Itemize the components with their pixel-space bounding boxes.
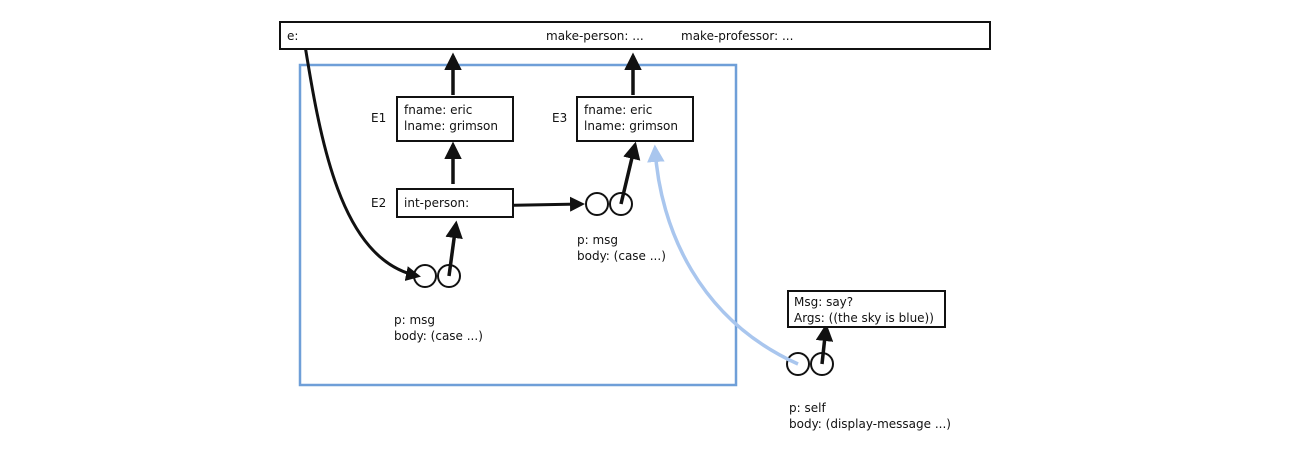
procedure-circle-middle-a	[585, 192, 609, 216]
global-frame: e: make-person: ... make-professor: ...	[279, 21, 991, 50]
frame-label-e3: E3	[552, 111, 568, 125]
arrow-e-to-proc-left	[301, 32, 421, 281]
frame-e1-fname: fname: eric	[404, 103, 473, 117]
frame-message-msg: Msg: say?	[794, 295, 854, 309]
frame-e3: fname: eric lname: grimson	[576, 96, 694, 142]
procedure-middle-body: body: (case ...)	[577, 249, 666, 263]
procedure-right-text: p: self body: (display-message ...)	[789, 400, 951, 432]
global-var-make-professor: make-professor: ...	[681, 29, 794, 43]
frame-e3-fname: fname: eric	[584, 103, 653, 117]
arrow-proc-right-to-e3	[647, 144, 799, 366]
procedure-left-text: p: msg body: (case ...)	[394, 312, 483, 344]
global-var-make-person: make-person: ...	[546, 29, 644, 43]
frame-label-e1: E1	[371, 111, 387, 125]
frame-label-e2: E2	[371, 196, 387, 210]
procedure-left-body: body: (case ...)	[394, 329, 483, 343]
procedure-right-params: p: self	[789, 401, 826, 415]
frame-e1-lname: lname: grimson	[404, 119, 498, 133]
highlight-region	[298, 63, 738, 387]
arrow-proc-right-to-message	[815, 323, 834, 365]
procedure-middle-params: p: msg	[577, 233, 619, 247]
frame-e2: int-person:	[396, 188, 514, 218]
global-var-e: e:	[287, 29, 299, 43]
frame-e2-int-person: int-person:	[404, 196, 470, 210]
frame-e3-lname: lname: grimson	[584, 119, 678, 133]
frame-message: Msg: say? Args: ((the sky is blue))	[787, 290, 946, 328]
procedure-right-body: body: (display-message ...)	[789, 417, 951, 431]
procedure-left-params: p: msg	[394, 313, 436, 327]
frame-message-args: Args: ((the sky is blue))	[794, 311, 934, 325]
procedure-middle-text: p: msg body: (case ...)	[577, 232, 666, 264]
procedure-object-left	[413, 264, 461, 288]
procedure-object-middle	[585, 192, 633, 216]
arrow-proc-middle-to-e3	[619, 141, 641, 205]
frame-e1: fname: eric lname: grimson	[396, 96, 514, 142]
arrow-proc-left-to-e2	[445, 220, 463, 277]
